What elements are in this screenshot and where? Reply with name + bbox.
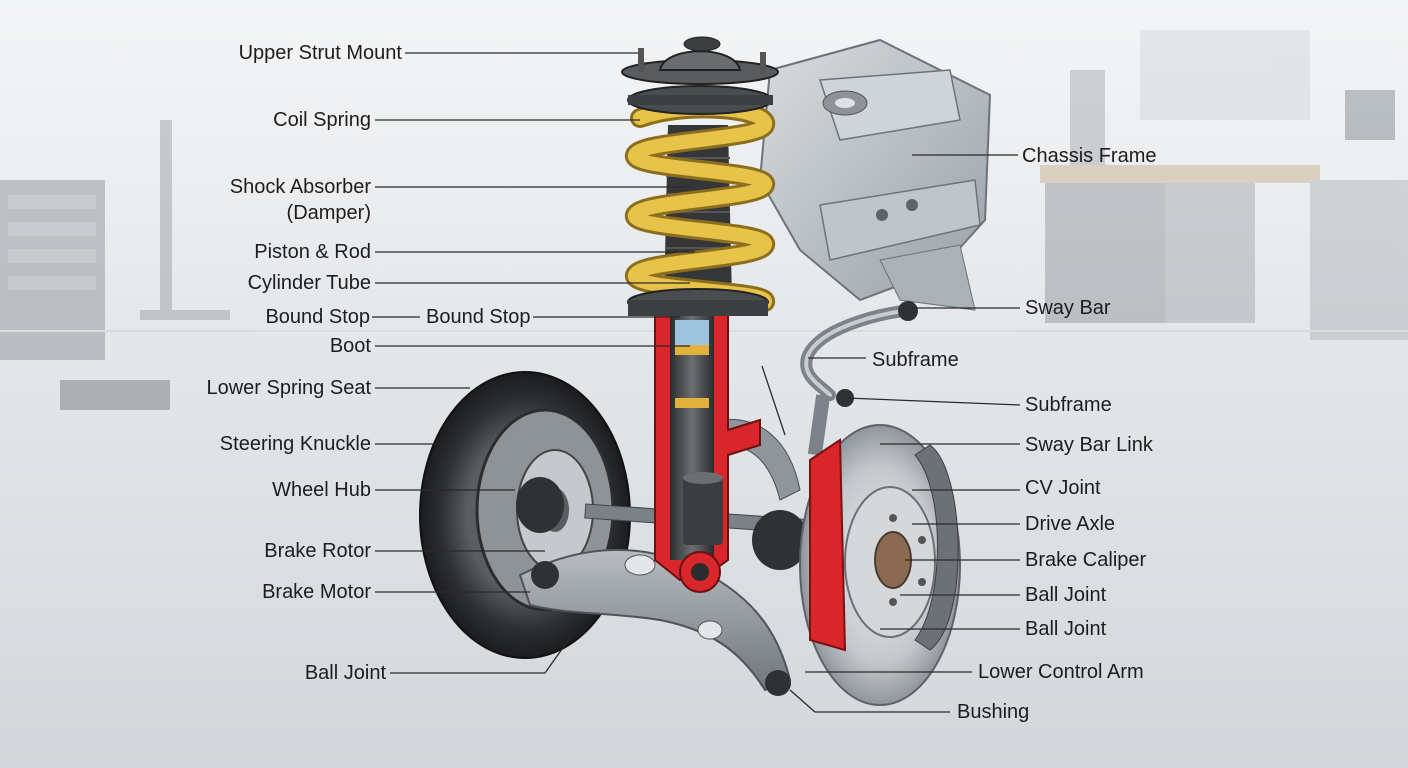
garage-background bbox=[0, 30, 1408, 410]
label-ball-joint-left: Ball Joint bbox=[304, 662, 386, 684]
label-wheel-hub: Wheel Hub bbox=[272, 479, 371, 501]
label-cv-joint: CV Joint bbox=[1025, 477, 1101, 499]
label-boot: Boot bbox=[329, 335, 371, 357]
label-subframe-right: Subframe bbox=[1025, 394, 1112, 416]
label-lower-control-arm: Lower Control Arm bbox=[978, 661, 1144, 683]
label-piston-rod: Piston & Rod bbox=[254, 241, 371, 263]
label-subframe-mid: Subframe bbox=[872, 349, 959, 371]
label-bound-stop-left: Bound Stop bbox=[265, 306, 370, 328]
label-ball-joint-right-1: Ball Joint bbox=[1025, 584, 1107, 606]
label-lower-spring-seat: Lower Spring Seat bbox=[206, 377, 371, 399]
label-coil-spring: Coil Spring bbox=[273, 109, 371, 131]
label-brake-caliper: Brake Caliper bbox=[1025, 549, 1147, 571]
strut-assembly bbox=[654, 304, 761, 593]
chassis-frame-part bbox=[758, 38, 992, 311]
label-bound-stop-mid: Bound Stop bbox=[426, 306, 531, 328]
label-drive-axle: Drive Axle bbox=[1025, 513, 1116, 535]
label-chassis-frame: Chassis Frame bbox=[1022, 145, 1157, 167]
label-steering-knuckle: Steering Knuckle bbox=[219, 433, 371, 455]
coil-spring-part bbox=[624, 98, 776, 312]
label-bushing: Bushing bbox=[957, 701, 1030, 723]
label-sway-bar-link: Sway Bar Link bbox=[1025, 434, 1153, 456]
label-upper-strut-mount: Upper Strut Mount bbox=[238, 42, 402, 64]
label-sway-bar: Sway Bar bbox=[1025, 297, 1111, 319]
lower-control-arm-part bbox=[518, 548, 792, 696]
label-brake-motor: Brake Motor bbox=[262, 581, 371, 603]
label-ball-joint-right-2: Ball Joint bbox=[1025, 618, 1107, 640]
leader-lines bbox=[372, 52, 1021, 713]
label-cylinder-tube: Cylinder Tube bbox=[247, 272, 371, 294]
label-damper: (Damper) bbox=[286, 202, 371, 224]
label-shock-absorber: Shock Absorber bbox=[229, 176, 371, 198]
label-brake-rotor: Brake Rotor bbox=[264, 540, 371, 562]
brake-rotor-part bbox=[799, 424, 961, 706]
